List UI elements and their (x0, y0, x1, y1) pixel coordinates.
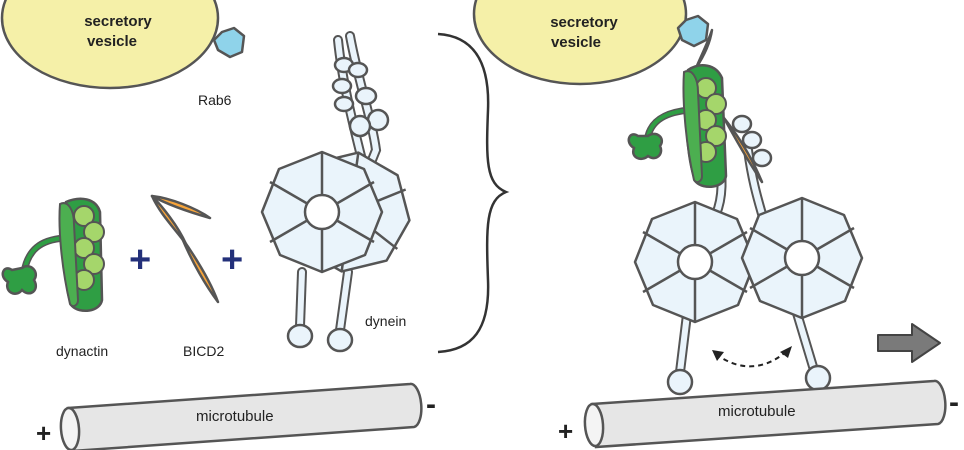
head-swing-arrow (712, 346, 792, 368)
dynactin-label: dynactin (56, 343, 108, 359)
secretory-vesicle-right: secretory vesicle (472, 0, 688, 86)
vesicle-right-label-line1: secretory (550, 14, 618, 31)
dynactin-complex: dynactin (1, 197, 108, 359)
dynein-motor-heads-right (633, 196, 864, 324)
plus-end-left: + (36, 418, 51, 448)
dynactin-complex-right (627, 64, 728, 189)
microtubule-right: microtubule + - (558, 379, 959, 449)
minus-end-right: - (949, 386, 959, 419)
microtubule-left-label: microtubule (196, 408, 274, 425)
vesicle-right-label-line2: vesicle (551, 34, 601, 51)
dynein-motor: dynein (260, 31, 420, 353)
plus-operator-2: + (221, 239, 243, 281)
bicd2-label: BICD2 (183, 343, 224, 359)
rab6-protein: Rab6 (198, 26, 246, 108)
vesicle-left-label-line1: secretory (84, 13, 152, 30)
microtubule-left: microtubule + - (36, 382, 436, 450)
secretory-vesicle-left: secretory vesicle (0, 0, 220, 90)
rab6-label: Rab6 (198, 92, 232, 108)
microtubule-right-label: microtubule (718, 403, 796, 420)
movement-direction-arrow (877, 323, 941, 363)
plus-end-right: + (558, 416, 573, 446)
bicd2-adaptor: BICD2 (150, 194, 224, 359)
plus-operator-1: + (129, 239, 151, 281)
dynein-label: dynein (365, 313, 406, 329)
minus-end-left: - (426, 388, 436, 421)
combination-brace (437, 32, 510, 354)
vesicle-left-label-line2: vesicle (87, 33, 137, 50)
rab6-protein-right (676, 14, 710, 48)
